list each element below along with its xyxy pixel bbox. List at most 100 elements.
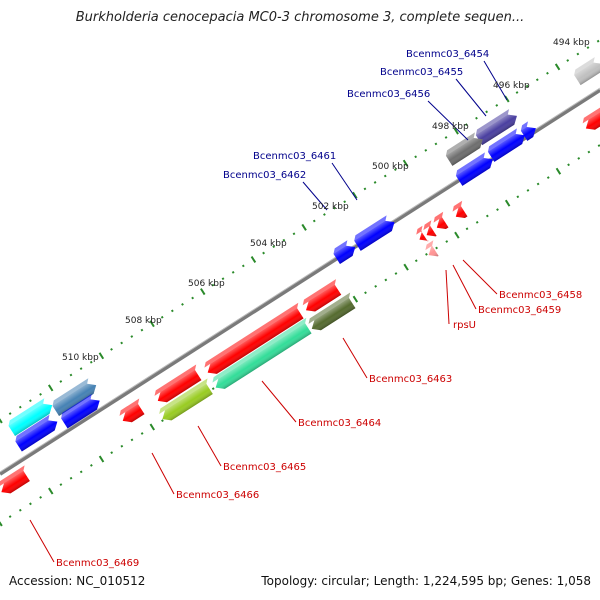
gene-forward-b[interactable]	[454, 151, 496, 186]
reverse-tick-minor	[597, 144, 600, 147]
gene-bcenmc03-6469[interactable]	[0, 465, 33, 497]
gene-forward-g[interactable]	[13, 413, 60, 452]
gene-red-c[interactable]	[152, 364, 204, 406]
gene-forward-f[interactable]	[6, 397, 55, 436]
forward-tick-major	[402, 159, 409, 167]
forward-tick-minor	[79, 367, 83, 371]
forward-tick-minor	[69, 373, 73, 377]
forward-tick-minor	[221, 277, 225, 281]
forward-tick-minor	[424, 148, 428, 152]
gene-label-bcenmc03-6454[interactable]: Bcenmc03_6454	[406, 49, 489, 60]
gene-forward-d[interactable]	[50, 377, 99, 416]
topology-summary-text: Topology: circular; Length: 1,224,595 bp…	[261, 574, 591, 588]
gene-label-bcenmc03-6459[interactable]: Bcenmc03_6459	[478, 305, 561, 316]
reverse-tick-minor	[567, 163, 570, 167]
gene-bcenmc03-6464[interactable]	[210, 317, 315, 393]
forward-tick-minor	[160, 315, 164, 319]
reverse-tick-minor	[445, 240, 449, 243]
gene-label-rpsu[interactable]: rpsU	[453, 320, 476, 331]
forward-tick-minor	[444, 136, 448, 139]
forward-tick-minor	[525, 84, 529, 88]
gene-red-b[interactable]	[202, 302, 307, 378]
reverse-tick-minor	[211, 387, 215, 391]
forward-tick-minor	[312, 219, 316, 223]
reverse-tick-minor	[89, 464, 93, 467]
gene-reverse-edge[interactable]	[581, 104, 600, 134]
forward-tick-minor	[170, 309, 174, 313]
gene-forward-a[interactable]	[486, 127, 528, 162]
gene-label-bcenmc03-6466[interactable]: Bcenmc03_6466	[176, 490, 259, 501]
scale-label-510: 510 kbp	[62, 353, 99, 363]
gene-bcenmc03-6461[interactable]	[352, 214, 398, 251]
gene-label-bcenmc03-6464[interactable]: Bcenmc03_6464	[298, 418, 381, 429]
reverse-tick-minor	[394, 272, 398, 275]
forward-tick-minor	[282, 238, 286, 242]
gene-forward-e[interactable]	[59, 392, 103, 429]
gene-label-bcenmc03-6455[interactable]: Bcenmc03_6455	[380, 67, 463, 78]
forward-tick-minor	[393, 168, 397, 171]
forward-tick-major	[352, 191, 358, 199]
forward-tick-minor	[130, 335, 134, 338]
reverse-tick-minor	[161, 419, 164, 423]
map-title: Burkholderia cenocepacia MC0-3 chromosom…	[75, 10, 525, 25]
reverse-tick-minor	[29, 502, 32, 506]
leader-6455	[455, 78, 487, 117]
reverse-tick-minor	[79, 470, 83, 474]
scale-label-502: 502 kbp	[312, 202, 349, 212]
reverse-tick-major	[149, 423, 156, 431]
gene-label-bcenmc03-6461[interactable]: Bcenmc03_6461	[253, 151, 336, 162]
forward-tick-minor	[596, 39, 600, 43]
forward-tick-minor	[576, 52, 580, 56]
reverse-tick-minor	[18, 508, 22, 512]
gene-label-bcenmc03-6462[interactable]: Bcenmc03_6462	[223, 170, 306, 181]
gene-rpsu[interactable]	[423, 240, 442, 260]
reverse-tick-major	[48, 487, 54, 495]
leader-6464	[261, 380, 297, 423]
gene-label-bcenmc03-6458[interactable]: Bcenmc03_6458	[499, 290, 582, 301]
forward-tick-minor	[323, 213, 326, 216]
leader-6459	[452, 264, 477, 310]
scale-label-498: 498 kbp	[432, 122, 469, 132]
reverse-tick-minor	[69, 476, 73, 480]
gene-bcenmc03-6462[interactable]	[331, 239, 358, 264]
forward-tick-minor	[383, 174, 387, 178]
gene-bcenmc03-6455[interactable]	[474, 107, 521, 146]
gene-bcenmc03-6454[interactable]	[572, 55, 600, 86]
forward-tick-minor	[475, 116, 478, 120]
forward-tick-minor	[191, 296, 194, 300]
reverse-tick-major	[0, 521, 3, 527]
gene-bcenmc03-6456[interactable]	[444, 131, 486, 166]
forward-tick-minor	[262, 251, 265, 255]
reverse-tick-minor	[8, 515, 12, 518]
forward-tick-minor	[485, 110, 488, 114]
forward-tick-major	[0, 418, 3, 424]
reverse-tick-minor	[425, 252, 428, 256]
reverse-tick-minor	[536, 182, 540, 186]
gene-bcenmc03-6458[interactable]	[414, 225, 431, 245]
scale-label-506: 506 kbp	[188, 279, 225, 289]
gene-reverse-small-a[interactable]	[450, 200, 470, 222]
forward-tick-minor	[373, 181, 377, 184]
reverse-tick-major	[403, 263, 409, 271]
label-leader-lines	[29, 60, 508, 563]
reverse-tick-major	[454, 231, 460, 239]
gene-bcenmc03-6463[interactable]	[306, 292, 358, 334]
gene-bcenmc03-6459[interactable]	[421, 220, 440, 240]
gene-bcenmc03-6466[interactable]	[117, 398, 148, 425]
forward-tick-minor	[434, 142, 438, 146]
gene-forward-c[interactable]	[519, 120, 539, 141]
reverse-tick-major	[98, 455, 105, 463]
reverse-tick-minor	[59, 483, 63, 487]
gene-label-bcenmc03-6469[interactable]: Bcenmc03_6469	[56, 558, 139, 569]
gene-label-bcenmc03-6465[interactable]: Bcenmc03_6465	[223, 462, 306, 473]
gene-label-bcenmc03-6456[interactable]: Bcenmc03_6456	[347, 89, 430, 100]
gene-label-bcenmc03-6463[interactable]: Bcenmc03_6463	[369, 374, 452, 385]
gene-red-a[interactable]	[301, 279, 345, 315]
gene-reverse-small-b[interactable]	[431, 211, 451, 233]
gene-bcenmc03-6465[interactable]	[157, 378, 216, 424]
forward-tick-minor	[231, 270, 235, 274]
forward-tick-minor	[29, 399, 32, 403]
reverse-tick-minor	[39, 496, 42, 499]
forward-tick-minor	[333, 206, 336, 210]
